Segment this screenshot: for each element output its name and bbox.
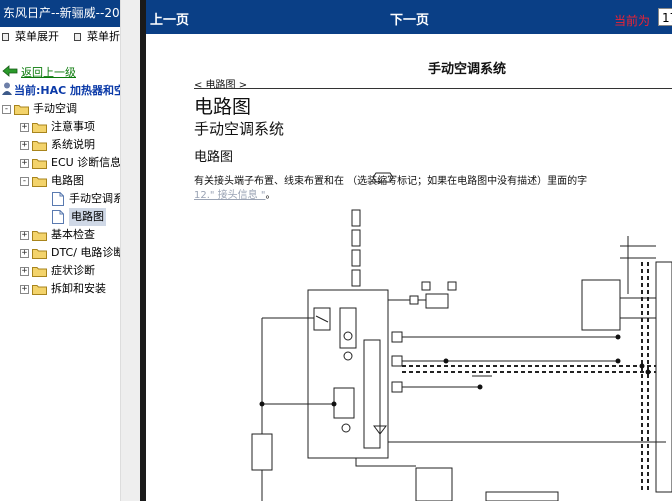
person-icon <box>2 82 12 98</box>
tree-item-symptom-diagnosis[interactable]: + 症状诊断 <box>20 262 95 280</box>
folder-icon <box>32 230 47 241</box>
folder-open-icon <box>14 104 29 115</box>
tree-item-label: 系统说明 <box>51 138 95 151</box>
tree-item-wiring-diagram[interactable]: - 电路图 <box>20 172 84 190</box>
sidebar: 东风日产--新骊威--2013- 菜单展开 菜单折叠 返回上一级 当前:HAC … <box>0 0 140 501</box>
menu-icon <box>74 33 81 41</box>
folder-icon <box>32 140 47 151</box>
tree-item-dtc-diagnosis[interactable]: + DTC/ 电路诊断 <box>20 244 124 262</box>
document-title: 手动空调系统 <box>428 62 507 77</box>
expand-menu-button[interactable]: 菜单展开 <box>2 27 59 47</box>
tree-item-wiring-diagram-page[interactable]: 电路图 <box>52 208 106 226</box>
tree-item-label: DTC/ 电路诊断 <box>51 246 125 259</box>
subsection-heading: 手动空调系统 <box>194 120 285 138</box>
expand-toggle[interactable]: + <box>20 121 29 132</box>
section-heading: 电路图 <box>194 96 252 118</box>
expand-toggle[interactable]: + <box>20 139 29 150</box>
breadcrumb: < 电路图 > <box>194 80 248 91</box>
folder-icon <box>32 122 47 133</box>
tree-item-label: 注意事项 <box>51 120 95 133</box>
expand-toggle[interactable]: + <box>20 229 29 240</box>
title-divider <box>194 88 672 89</box>
option-abbrev-symbol <box>372 172 394 186</box>
intro-paragraph: 有关接头端子布置、线束布置和在 （选装缩写标记；如果在电路图中没有描述）里面的字 <box>194 172 587 187</box>
document-viewer: 手动空调系统 < 电路图 > 电路图 手动空调系统 电路图 有关接头端子布置、线… <box>146 34 672 501</box>
menu-bar: 菜单展开 菜单折叠 <box>0 27 140 47</box>
connector-info-line: 12." 接头信息 "。 <box>194 186 275 201</box>
collapse-toggle[interactable]: - <box>2 103 11 114</box>
tree-root-label: 手动空调 <box>33 102 77 115</box>
current-location: 当前:HAC 加热器和空调 <box>2 82 136 98</box>
tree-item-label: 电路图 <box>51 174 84 187</box>
folder-icon <box>32 158 47 169</box>
tree-item-precautions[interactable]: + 注意事项 <box>20 118 95 136</box>
back-arrow-icon <box>2 64 18 80</box>
connector-info-link[interactable]: 12." 接头信息 " <box>194 190 266 201</box>
tree-item-label: 拆卸和安装 <box>51 282 106 295</box>
expand-toggle[interactable]: + <box>20 265 29 276</box>
tree-item-label: ECU 诊断信息 <box>51 156 122 169</box>
page-toolbar: 上一页 下一页 当前为 17 <box>146 0 672 34</box>
expand-menu-label: 菜单展开 <box>15 30 59 43</box>
menu-icon <box>2 33 9 41</box>
tree-item-label: 症状诊断 <box>51 264 95 277</box>
back-link-label: 返回上一级 <box>21 66 76 79</box>
tree-item-ecu-diagnosis[interactable]: + ECU 诊断信息 <box>20 154 121 172</box>
tree-item-basic-inspection[interactable]: + 基本检查 <box>20 226 95 244</box>
current-page-label: 当前为 <box>614 14 651 28</box>
tree-item-label: 基本检查 <box>51 228 95 241</box>
folder-open-icon <box>32 176 47 187</box>
tree-root[interactable]: - 手动空调 <box>2 100 77 118</box>
next-page-button[interactable]: 下一页 <box>390 13 430 28</box>
expand-toggle[interactable]: + <box>20 283 29 294</box>
current-page-input[interactable]: 17 <box>658 8 672 26</box>
document-icon <box>52 210 64 224</box>
pane-divider[interactable] <box>140 0 146 501</box>
wiring-diagram <box>251 209 672 501</box>
tree-item-removal-installation[interactable]: + 拆卸和安装 <box>20 280 106 298</box>
document-icon <box>52 192 64 206</box>
back-link[interactable]: 返回上一级 <box>2 64 76 80</box>
tree-item-system-description[interactable]: + 系统说明 <box>20 136 95 154</box>
sidebar-scrollbar[interactable] <box>120 0 140 501</box>
tree-item-manual-ac-system[interactable]: 手动空调系统 <box>52 190 135 208</box>
folder-icon <box>32 284 47 295</box>
expand-toggle[interactable]: + <box>20 247 29 258</box>
expand-toggle[interactable]: + <box>20 157 29 168</box>
current-location-label: 当前:HAC 加热器和空调 <box>14 84 137 97</box>
folder-icon <box>32 266 47 277</box>
tree-item-label: 手动空调系统 <box>69 192 135 205</box>
folder-icon <box>32 248 47 259</box>
prev-page-button[interactable]: 上一页 <box>150 13 190 28</box>
sub-subsection-heading: 电路图 <box>194 150 234 165</box>
collapse-toggle[interactable]: - <box>20 175 29 186</box>
app-title: 东风日产--新骊威--2013- <box>0 0 140 27</box>
tree-item-label-selected: 电路图 <box>69 208 106 226</box>
connector-info-tail: 。 <box>265 190 276 201</box>
